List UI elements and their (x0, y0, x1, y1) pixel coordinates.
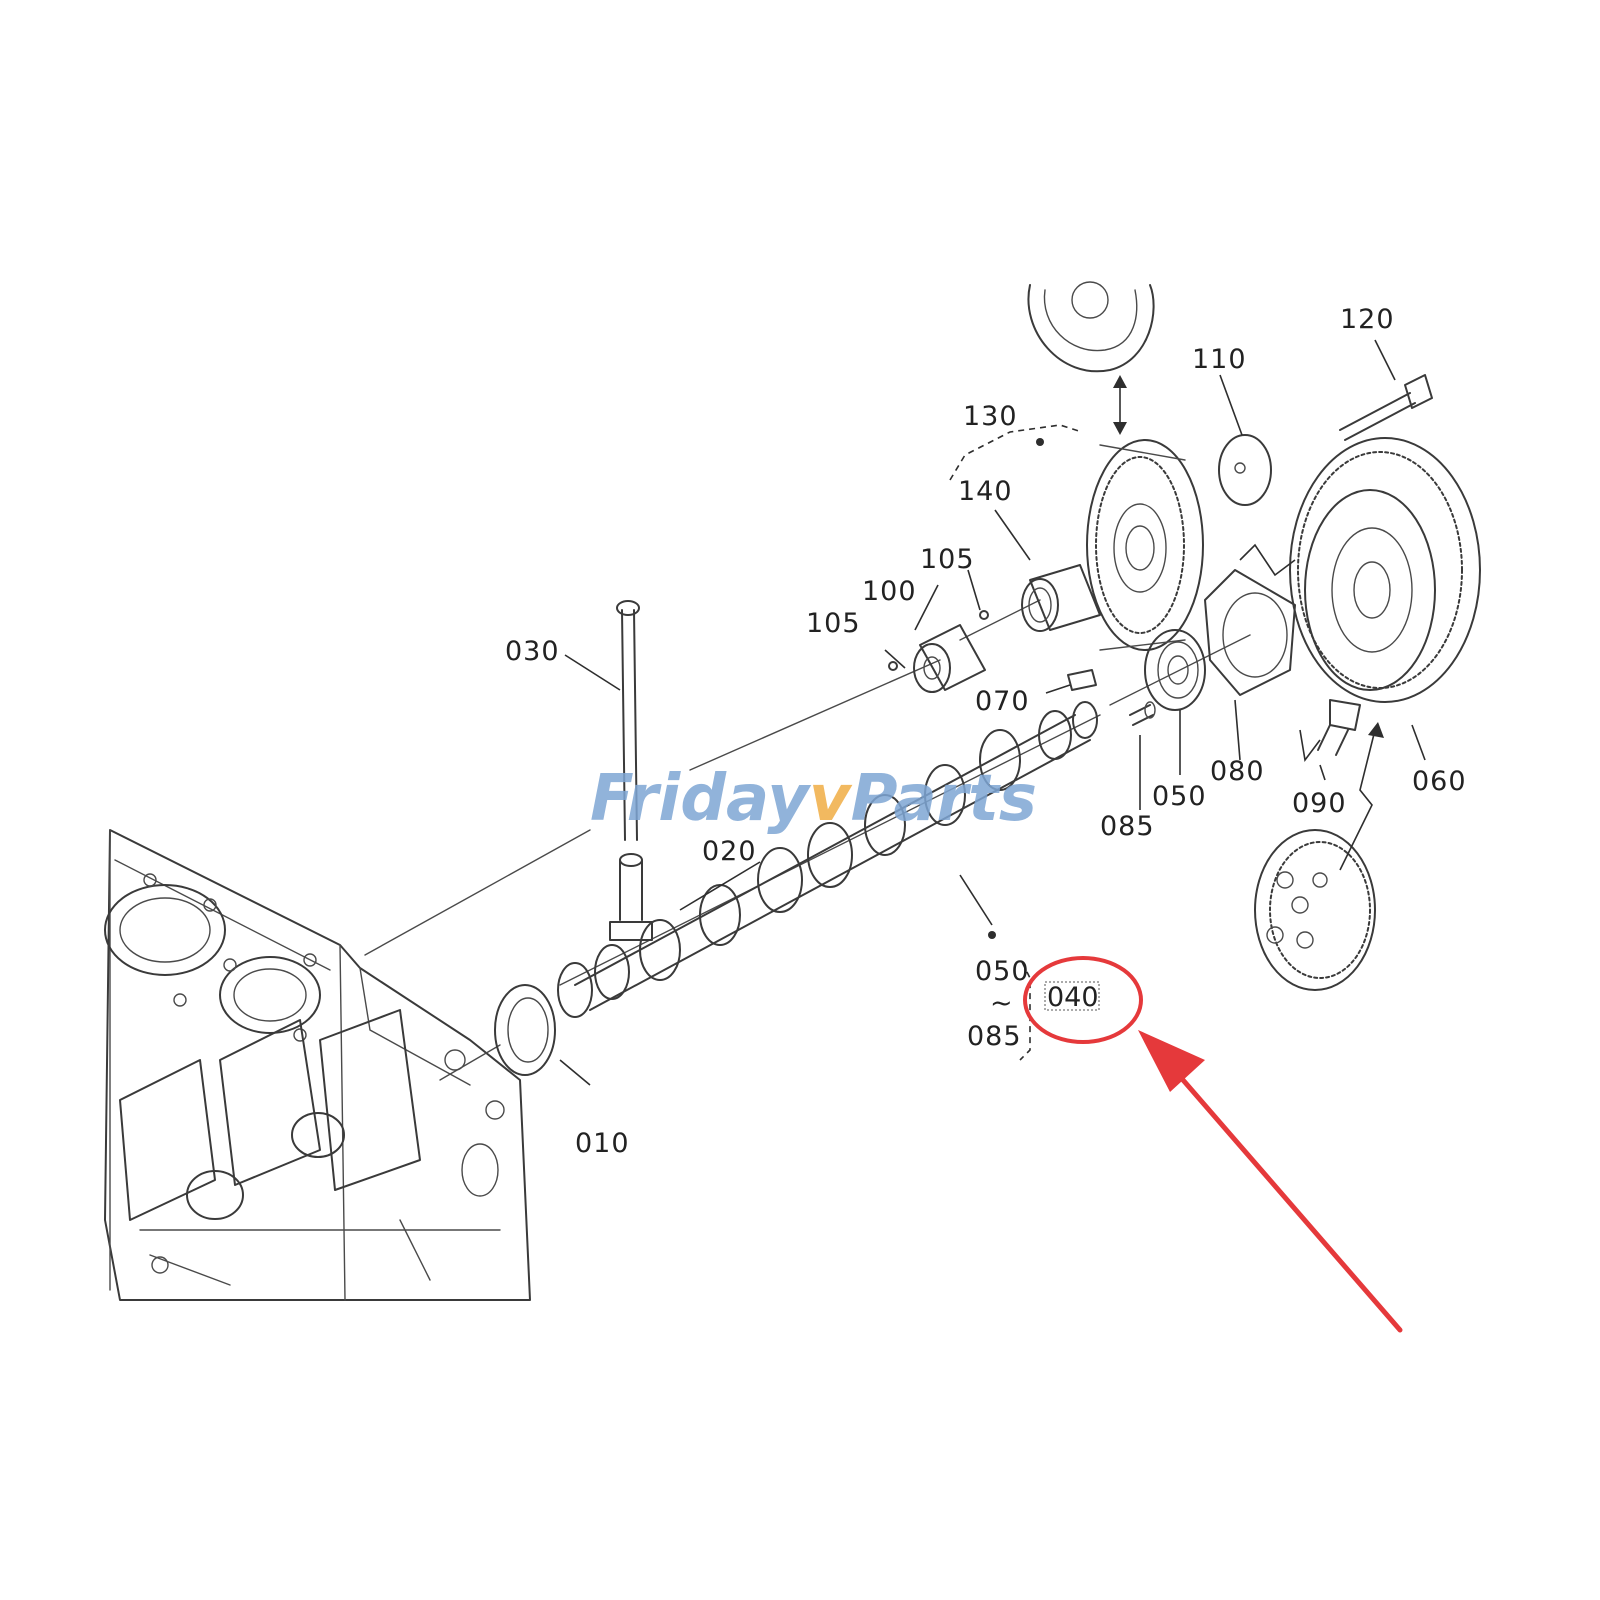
watermark-mark: v (809, 762, 853, 836)
governor-sleeve-100 (888, 610, 989, 693)
part-labels: 010 020 030 050 ~ 085 060 070 080 085 05… (505, 304, 1467, 1159)
label-105-right: 105 (920, 544, 975, 575)
camshaft (557, 701, 1098, 1018)
thrust-plate-010 (494, 984, 556, 1076)
highlight-circle (1023, 956, 1143, 1044)
label-050-range-start: 050 (975, 956, 1030, 987)
label-140: 140 (958, 476, 1013, 507)
bearing-050 (1144, 629, 1206, 711)
label-050: 050 (1152, 781, 1207, 812)
label-030: 030 (505, 636, 560, 667)
label-020: 020 (702, 836, 757, 867)
label-060: 060 (1412, 766, 1467, 797)
pin-085 (1129, 701, 1156, 726)
watermark-right: Parts (851, 762, 1037, 836)
tappet-020 (609, 853, 653, 941)
label-100: 100 (862, 576, 917, 607)
leader-lines (559, 339, 1426, 1086)
cam-gear-060 (1289, 437, 1481, 703)
label-130: 130 (963, 401, 1018, 432)
push-rod-030 (616, 600, 640, 841)
label-120: 120 (1340, 304, 1395, 335)
label-tilde: ~ (990, 988, 1014, 1019)
label-040: 040 (1047, 982, 1099, 1013)
idle-gear-130 (1086, 439, 1204, 651)
watermark-logo: FridayvParts (590, 762, 1037, 836)
key-070 (1067, 669, 1097, 691)
engine-block (104, 829, 531, 1301)
bolt-090 (1317, 699, 1361, 756)
highlight-arrowhead (1138, 1030, 1205, 1092)
watermark-left: Friday (590, 762, 811, 836)
svg-text:FridayvParts: FridayvParts (590, 762, 1037, 836)
label-080: 080 (1210, 756, 1265, 787)
collar-110 (1218, 434, 1272, 506)
bolt-120 (1339, 374, 1433, 441)
label-010: 010 (575, 1128, 630, 1159)
highlight-arrow (1167, 1062, 1403, 1333)
bushing-140 (1021, 564, 1101, 632)
gear-bottom-right (1254, 829, 1376, 991)
gasket-080 (1204, 569, 1296, 696)
label-110: 110 (1192, 344, 1247, 375)
highlight-040: 040 (1023, 956, 1403, 1333)
label-085: 085 (1100, 811, 1155, 842)
label-070: 070 (975, 686, 1030, 717)
label-105-left: 105 (806, 608, 861, 639)
gear-top-partial (1027, 281, 1155, 373)
label-090: 090 (1292, 788, 1347, 819)
label-085-range-end: 085 (967, 1021, 1022, 1052)
